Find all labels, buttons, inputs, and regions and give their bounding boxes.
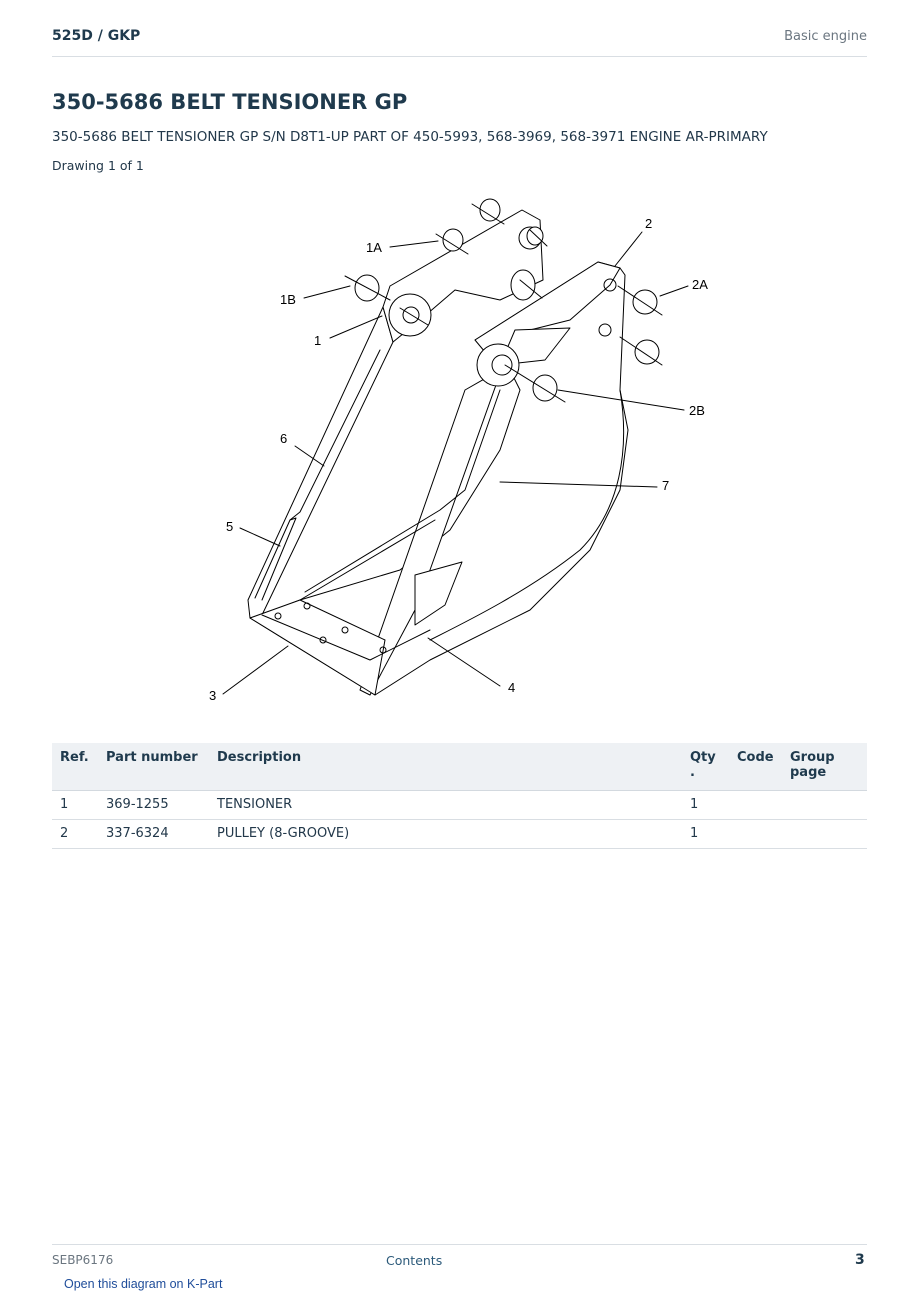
cell-group-page — [782, 819, 867, 849]
column-header-ref: Ref. — [52, 743, 98, 791]
drawing-count: Drawing 1 of 1 — [52, 158, 144, 173]
column-header-group-page: Group page — [782, 743, 867, 791]
callout-label[interactable]: 2A — [692, 277, 708, 292]
hole-base-3 — [319, 636, 327, 644]
cell-description: TENSIONER — [209, 790, 682, 820]
callout-label[interactable]: 2B — [689, 403, 705, 418]
callout-label[interactable]: 2 — [645, 216, 652, 231]
hole-left-pivot-outer — [388, 293, 432, 337]
leader-lines — [222, 231, 689, 695]
page-title: 350-5686 BELT TENSIONER GP — [52, 90, 408, 114]
cell-part-number[interactable]: 337-6324 — [98, 819, 209, 849]
document-id: SEBP6176 — [52, 1253, 114, 1267]
cell-code — [729, 790, 782, 820]
callout-label[interactable]: 5 — [226, 519, 233, 534]
contents-link[interactable]: Contents — [386, 1253, 443, 1268]
callout-label[interactable]: 7 — [662, 478, 669, 493]
bracket-back-edge — [289, 349, 381, 521]
hole-left-pivot — [402, 306, 420, 324]
bracket-inner-edge — [304, 389, 501, 593]
pin-1B — [344, 274, 391, 302]
page-subtitle: 350-5686 BELT TENSIONER GP S/N D8T1-UP P… — [52, 129, 768, 145]
cell-group-page — [782, 790, 867, 820]
pin-1A — [435, 228, 469, 255]
table-header-row: Ref. Part number Description Qty . Code … — [52, 743, 867, 791]
cell-code — [729, 819, 782, 849]
callout-label[interactable]: 1 — [314, 333, 321, 348]
column-header-part-number: Part number — [98, 743, 209, 791]
hole-base-2 — [341, 626, 349, 634]
callout-label[interactable]: 3 — [209, 688, 216, 703]
column-header-qty: Qty . — [682, 743, 729, 791]
parts-diagram[interactable]: 1A 1B 1 2 2A 2B 6 7 5 3 4 — [200, 190, 720, 710]
hole-base-5 — [274, 612, 282, 620]
hole-base-1 — [303, 602, 311, 610]
hole-plate-2 — [598, 323, 612, 337]
pin-1A-top — [471, 198, 505, 225]
callout-label[interactable]: 4 — [508, 680, 515, 695]
cell-description: PULLEY (8-GROOVE) — [209, 819, 682, 849]
bracket-lower-web — [414, 561, 463, 626]
bracket-web-line — [299, 519, 436, 601]
parts-table: Ref. Part number Description Qty . Code … — [52, 743, 867, 849]
cell-part-number[interactable]: 369-1255 — [98, 790, 209, 820]
cell-qty: 1 — [682, 790, 729, 820]
page-header: 525D / GKP Basic engine — [52, 28, 867, 57]
breadcrumb: 525D / GKP — [52, 28, 141, 44]
bracket-left-arm — [247, 306, 394, 619]
hole-right-pivot-outer — [476, 343, 520, 387]
pin-upper-3 — [519, 279, 543, 299]
hole-base-4 — [379, 646, 387, 654]
bracket-web-curve — [429, 389, 625, 641]
column-header-description: Description — [209, 743, 682, 791]
pin-upper-2 — [526, 226, 548, 247]
hole-right-pivot — [491, 354, 513, 376]
hole-plate-1 — [603, 278, 617, 292]
table-row[interactable]: 2 337-6324 PULLEY (8-GROOVE) 1 — [52, 819, 867, 849]
column-header-code: Code — [729, 743, 782, 791]
pin-2A-lower — [619, 336, 663, 366]
cell-ref: 2 — [52, 819, 98, 849]
pin-2A — [617, 285, 663, 316]
callout-label[interactable]: 1B — [280, 292, 296, 307]
pin-2B — [504, 364, 566, 403]
footer-divider — [52, 1244, 867, 1245]
cell-ref: 1 — [52, 790, 98, 820]
table-row[interactable]: 1 369-1255 TENSIONER 1 — [52, 790, 867, 820]
cell-qty: 1 — [682, 819, 729, 849]
section-name: Basic engine — [784, 29, 867, 44]
callout-label[interactable]: 1A — [366, 240, 382, 255]
callout-label[interactable]: 6 — [280, 431, 287, 446]
open-kpart-link[interactable]: Open this diagram on K-Part — [64, 1277, 223, 1291]
parts-diagram-svg: 1A 1B 1 2 2A 2B 6 7 5 3 4 — [209, 198, 708, 703]
hole-upper-2 — [510, 269, 536, 301]
page-number: 3 — [855, 1252, 865, 1268]
bracket-base-edge — [261, 614, 431, 661]
bracket-left-lip — [254, 517, 297, 601]
pin-left-pivot-shaft — [399, 307, 429, 326]
